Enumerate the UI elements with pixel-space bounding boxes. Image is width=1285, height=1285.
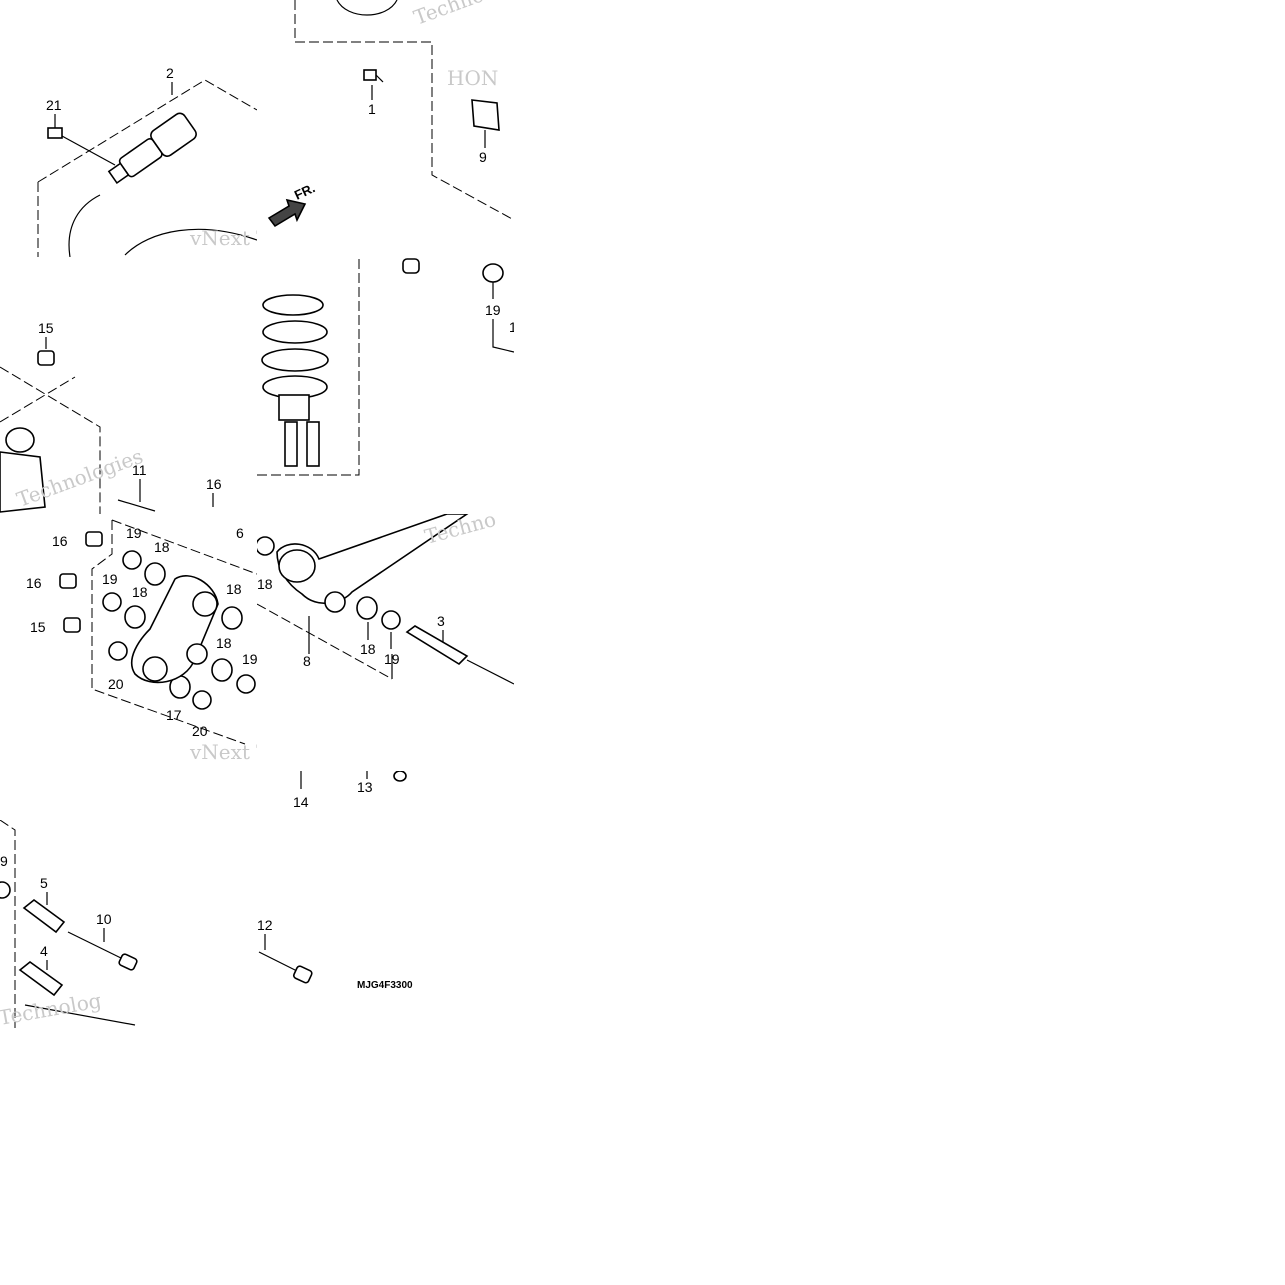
tile-connecting-rod: 18 8 18 19 3 14 Techno [257,514,514,771]
tile-shock-left: 15 11 16 Technologies [0,257,257,514]
watermark-honda: HON [447,66,498,90]
bolt-12-drawing: 12 MJG4F3300 [257,917,413,991]
callout-13: 13 [357,779,373,795]
callout-20-a: 20 [108,676,124,692]
callout-19-d: 19 [384,651,400,667]
callout-18-d: 18 [216,635,232,651]
callout-18-c: 18 [226,581,242,597]
callout-18-e: 18 [360,641,376,657]
drawing-code: MJG4F3300 [357,980,413,991]
watermark-techno: Techno [411,0,487,30]
spring-drawing: 19 1 [257,257,514,476]
collars-drawing: 9 5 10 4 Technolog [0,820,138,1028]
partial-callout-19: 19 [485,302,501,318]
sensor-drawing: 2 21 vNext Te [37,65,257,257]
callout-15: 15 [38,320,54,336]
callout-18-b: 18 [132,584,148,600]
callout-12: 12 [257,917,273,933]
partial-callout-18: 18 [257,576,273,592]
partial-callout-9: 9 [0,853,8,869]
partial-callout-1: 1 [509,319,514,335]
tile-spring: 19 1 [257,257,514,514]
callout-16: 16 [206,476,222,492]
callout-20-b: 20 [192,723,208,739]
callout-19-b: 19 [102,571,118,587]
callout-16-a: 16 [52,533,68,549]
callout-15-a: 15 [30,619,46,635]
callout-19-c: 19 [242,651,257,667]
callout-14-b: 14 [293,794,309,810]
connecting-rod-drawing: 18 8 18 19 3 14 Techno [257,514,514,685]
front-marker: FR. [292,180,317,202]
callout-5: 5 [40,875,48,891]
callout-6: 6 [236,525,244,541]
tile-link-plate: 16 16 15 19 18 19 18 18 18 19 6 20 17 20 [0,514,257,771]
strip-lower: 14 13 [257,771,514,821]
strip-lower-drawing: 14 13 [293,771,407,810]
callout-3: 3 [437,613,445,629]
callout-4: 4 [40,943,48,959]
shock-left-drawing: 15 11 16 Technologies [0,320,222,514]
watermark-vnext: vNext Te [189,226,257,250]
callout-18-a: 18 [154,539,170,555]
watermark-vnext-2: vNext Te [189,740,257,764]
tile-collars: 9 5 10 4 Technolog [0,820,257,1028]
tile-sensor: 2 21 vNext Te [0,0,257,257]
callout-2: 2 [166,65,174,81]
link-plate-drawing: 16 16 15 19 18 19 18 18 18 19 6 20 17 20 [26,519,257,764]
callout-9: 9 [479,149,487,165]
callout-10: 10 [96,911,112,927]
callout-17: 17 [166,707,182,723]
callout-19-a: 19 [126,525,142,541]
callout-21: 21 [46,97,62,113]
callout-8: 8 [303,653,311,669]
callout-11: 11 [132,462,147,478]
tile-bolt-12: 12 MJG4F3300 [257,900,514,1000]
clips-drawing: 1 9 FR. Techno HON [267,0,514,228]
callout-16-b: 16 [26,575,42,591]
tile-clips: 1 9 FR. Techno HON [257,0,514,257]
callout-1: 1 [368,101,376,117]
